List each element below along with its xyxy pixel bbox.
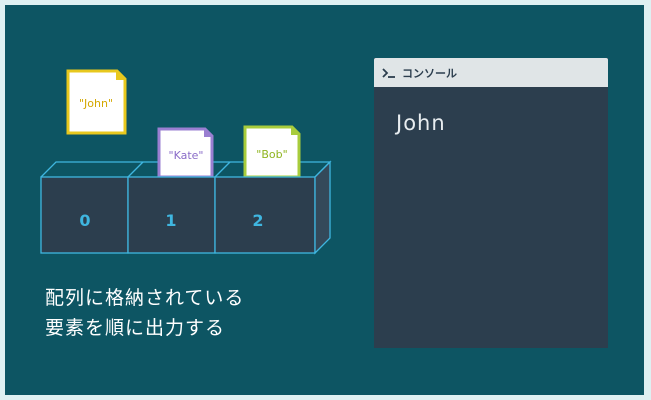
console-window: コンソール John — [374, 58, 608, 348]
caption: 配列に格納されている 要素を順に出力する — [45, 283, 244, 343]
array-index-0: 0 — [79, 211, 90, 230]
caption-line-2: 要素を順に出力する — [45, 317, 226, 339]
array-index-2: 2 — [252, 211, 263, 230]
array-diagram: "John" "Kate" "Bob" 0 1 — [40, 69, 332, 255]
card-kate-label: "Kate" — [169, 149, 204, 162]
card-john: "John" — [66, 69, 127, 135]
array-boxes — [40, 160, 331, 255]
array-box-1 — [127, 176, 216, 254]
array-box-2 — [214, 176, 316, 254]
console-header: コンソール — [374, 58, 608, 87]
card-bob-label: "Bob" — [256, 148, 287, 161]
card-bob: "Bob" — [243, 125, 301, 179]
caption-line-1: 配列に格納されている — [45, 287, 245, 309]
array-index-1: 1 — [165, 211, 176, 230]
slide-panel: "John" "Kate" "Bob" 0 1 — [5, 5, 644, 395]
array-box-0 — [40, 176, 129, 254]
terminal-prompt-icon — [382, 67, 396, 78]
card-john-label: "John" — [79, 97, 113, 110]
console-title: コンソール — [402, 66, 457, 80]
console-output: John — [396, 111, 446, 135]
card-kate: "Kate" — [157, 127, 214, 179]
